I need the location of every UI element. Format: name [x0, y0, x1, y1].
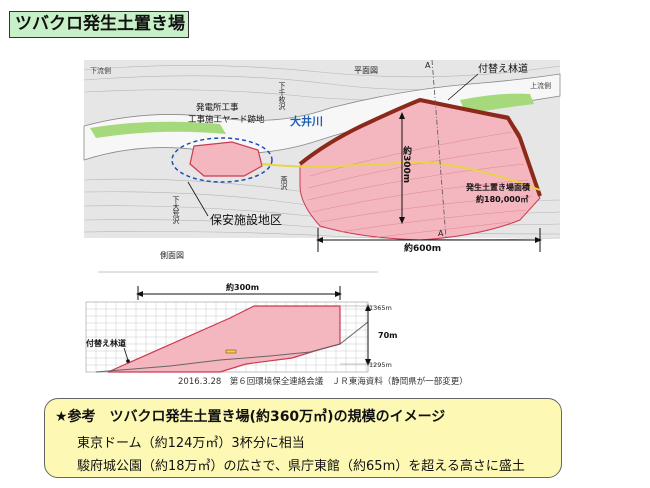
- vegetation-strip-right: [460, 93, 534, 114]
- section-width-arrow-right: [335, 291, 342, 297]
- dim-width-arrow-right: [535, 237, 542, 243]
- section-height-arrow-bottom: [365, 359, 371, 366]
- note-line-1: 東京ドーム（約124万㎥）3杯分に相当: [77, 436, 305, 451]
- section-height-label: 70m: [378, 331, 397, 340]
- section-road-label: 付替え林道: [86, 338, 126, 348]
- upstream-label: 上流側: [530, 81, 551, 90]
- section-road-marker: [225, 349, 237, 354]
- width-label: 約600m: [404, 242, 441, 254]
- section-ground-line: [95, 321, 369, 373]
- shimosenmai-label: 下千枚沢: [278, 82, 286, 111]
- relocated-road: [298, 97, 542, 197]
- note-line-2: 駿府城公園（約18万㎥）の広さで、県庁東館（約65m）を超える高さに盛土: [77, 459, 525, 474]
- source-caption: 2016.3.28 第６回環境保全連絡会議 ＪＲ東海資料（静岡県が一部変更）: [178, 377, 468, 387]
- area-title-label: 発生土置き場面積: [465, 182, 531, 192]
- section-mark-bottom: A: [438, 229, 444, 238]
- vegetation-strip-left: [90, 121, 226, 138]
- dim-length-arrow-bottom: [399, 217, 405, 224]
- road-label: 付替え林道: [478, 62, 528, 75]
- section-mark-top: A: [425, 61, 431, 70]
- side-view-label: 側面図: [160, 250, 184, 260]
- section-top-elev-label: 1365m: [369, 304, 392, 312]
- dim-length-arrow-top: [399, 112, 405, 119]
- dim-width-arrow-left: [316, 237, 323, 243]
- yard-label-2: 工事施工ヤード跡地: [188, 114, 265, 125]
- hoan-dashed-ellipse: [171, 137, 273, 183]
- section-bottom-elev-label: 1295m: [369, 361, 392, 369]
- area-value-label: 約180,000㎡: [476, 194, 528, 204]
- section-road-dot: [126, 359, 130, 363]
- section-width-label: 約300m: [226, 282, 259, 292]
- river-label: 大井川: [290, 114, 323, 128]
- downstream-label: 下流側: [90, 66, 111, 75]
- hoan-pointer-line: [187, 181, 209, 217]
- hoan-label: 保安施設地区: [210, 212, 282, 227]
- section-height-arrow-top: [365, 304, 371, 311]
- section-width-arrow-left: [136, 291, 143, 297]
- page-title: ツバクロ発生土置き場: [9, 11, 189, 38]
- section-road-pointer: [123, 347, 129, 361]
- plan-label: 平面図: [354, 66, 378, 75]
- yard-label-1: 発電所工事: [196, 102, 239, 113]
- length-label: 約300m: [401, 145, 412, 183]
- reference-note-box: ★参考 ツバクロ発生土置き場(約360万㎥)の規模のイメージ 東京ドーム（約12…: [44, 398, 562, 478]
- note-heading: ★参考 ツバクロ発生土置き場(約360万㎥)の規模のイメージ: [55, 409, 446, 425]
- sawa-label: 燕沢: [280, 175, 288, 191]
- road-pointer-line: [447, 73, 479, 101]
- disposal-area-hatching: [307, 131, 533, 239]
- yellow-road-line: [261, 160, 541, 191]
- shimootoro-label: 下大荒沢: [172, 196, 180, 225]
- yard-area: [189, 141, 263, 177]
